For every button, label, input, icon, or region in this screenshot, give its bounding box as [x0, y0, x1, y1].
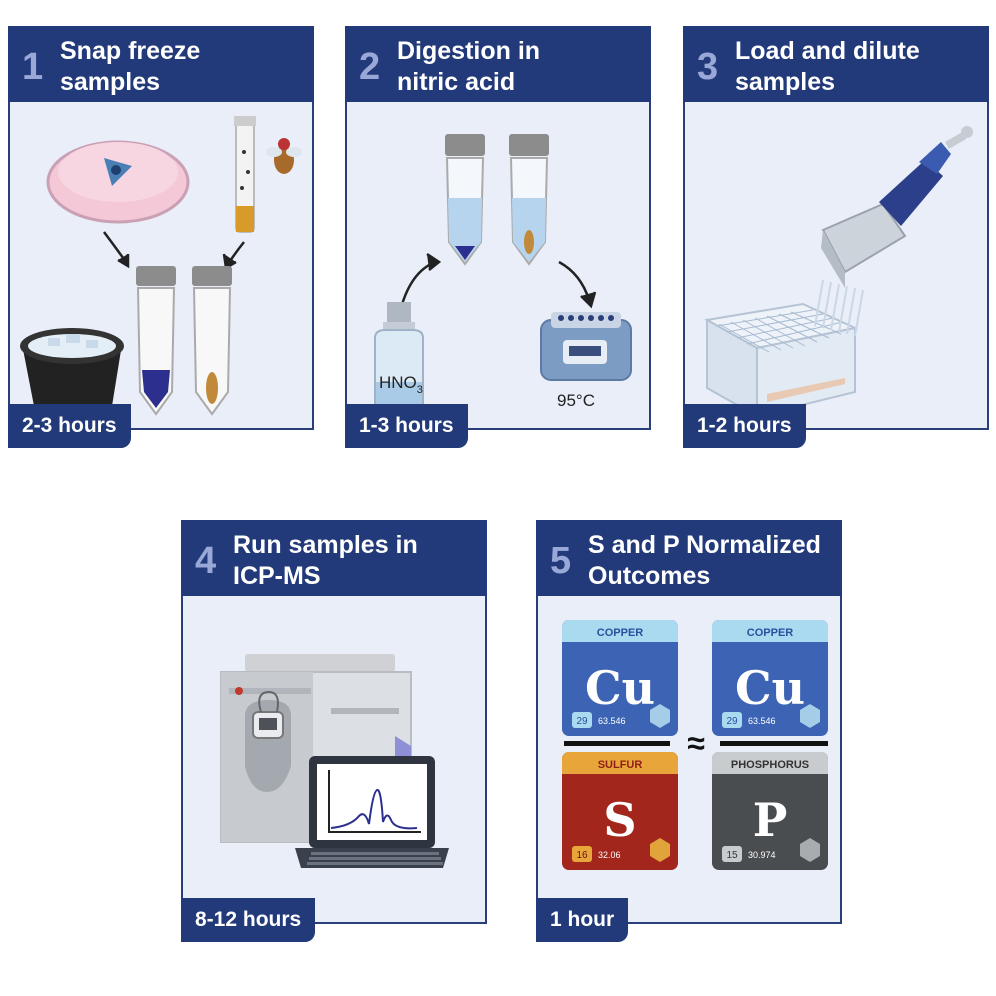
step-3-duration: 1-2 hours: [683, 404, 806, 448]
element-name: SULFUR: [598, 759, 643, 771]
atomic-mass: 30.974: [748, 850, 776, 860]
step-4-title: Run samples in ICP-MS: [233, 531, 418, 590]
element-name: PHOSPHORUS: [731, 759, 809, 771]
step-4-duration: 8-12 hours: [181, 898, 316, 942]
step-5-panel: 5 S and P Normalized Outcomes COPPER Cu …: [536, 520, 842, 942]
step-2-panel: 2 Digestion in nitric acid: [345, 26, 651, 448]
sample-tube-icon: [509, 134, 549, 266]
step-2-duration: 1-3 hours: [345, 404, 468, 448]
element-tile-sulfur: SULFUR S 16 32.06: [562, 752, 678, 870]
approx-symbol: ≈: [687, 725, 705, 761]
step-3-number: 3: [697, 46, 719, 88]
fly-vial-icon: [234, 116, 256, 233]
sample-tube-icon: [192, 266, 232, 416]
step-1-illustration: [20, 116, 302, 416]
temperature-label: 95°C: [557, 391, 595, 410]
step-5-header: 5 S and P Normalized Outcomes: [536, 520, 842, 596]
step-5-illustration: COPPER Cu 29 63.546 COPPER Cu 29 63.546 …: [562, 620, 828, 870]
step-4-number: 4: [195, 540, 217, 582]
petri-dish-icon: [46, 140, 190, 224]
step-4-panel: 4 Run samples in ICP-MS: [181, 520, 487, 942]
step-2-illustration: HNO3 95°C: [374, 134, 632, 415]
step-3-illustration: [704, 126, 973, 418]
step-3-title: Load and dilute samples: [735, 37, 920, 96]
ice-bucket-icon: [20, 328, 124, 406]
atomic-mass: 63.546: [748, 716, 776, 726]
element-symbol: Cu: [735, 661, 805, 715]
element-tile-copper: COPPER Cu 29 63.546: [712, 620, 828, 736]
element-tile-copper: COPPER Cu 29 63.546: [562, 620, 678, 736]
laptop-icon: [295, 756, 449, 868]
cube-icon: [800, 704, 820, 728]
well-plate-icon: [704, 302, 859, 418]
fraction-line-left: [564, 741, 670, 746]
step-5-title: S and P Normalized Outcomes: [588, 531, 821, 590]
atomic-number: 15: [726, 850, 738, 861]
arrow-icon: [399, 252, 597, 309]
element-name: COPPER: [597, 627, 644, 639]
element-symbol: Cu: [585, 661, 655, 715]
atomic-mass: 63.546: [598, 716, 626, 726]
atomic-number: 29: [576, 716, 588, 727]
step-4-header: 4 Run samples in ICP-MS: [181, 520, 487, 596]
atomic-number: 29: [726, 716, 738, 727]
step-2-header: 2 Digestion in nitric acid: [345, 26, 651, 102]
reagent-label: HNO3: [379, 373, 423, 396]
step-4-illustration: [220, 654, 449, 868]
element-name: COPPER: [747, 627, 794, 639]
element-symbol: P: [753, 793, 788, 847]
fraction-line-right: [720, 741, 828, 746]
step-1-panel: 1 Snap freeze samples: [8, 26, 314, 448]
step-3-panel: 3 Load and dilute samples 1-2: [683, 26, 989, 448]
heat-block-icon: [540, 312, 632, 381]
step-5-duration: 1 hour: [536, 898, 629, 942]
step-1-title: Snap freeze samples: [60, 37, 201, 96]
step-2-title: Digestion in nitric acid: [397, 37, 541, 96]
sample-tube-icon: [136, 266, 176, 416]
acid-bottle-icon: [374, 302, 424, 415]
fly-icon: [266, 138, 302, 174]
cube-icon: [650, 838, 670, 862]
step-3-header: 3 Load and dilute samples: [683, 26, 989, 102]
atomic-mass: 32.06: [598, 850, 621, 860]
element-tile-phosphorus: PHOSPHORUS P 15 30.974: [712, 752, 828, 870]
step-1-header: 1 Snap freeze samples: [8, 26, 314, 102]
step-5-number: 5: [550, 540, 572, 582]
step-1-number: 1: [22, 46, 44, 88]
arrow-icon: [102, 231, 245, 271]
atomic-number: 16: [576, 850, 588, 861]
cube-icon: [650, 704, 670, 728]
multichannel-pipette-icon: [814, 126, 973, 337]
cube-icon: [800, 838, 820, 862]
sample-tube-icon: [445, 134, 485, 266]
step-1-duration: 2-3 hours: [8, 404, 131, 448]
step-2-number: 2: [359, 46, 381, 88]
element-symbol: S: [603, 793, 636, 847]
